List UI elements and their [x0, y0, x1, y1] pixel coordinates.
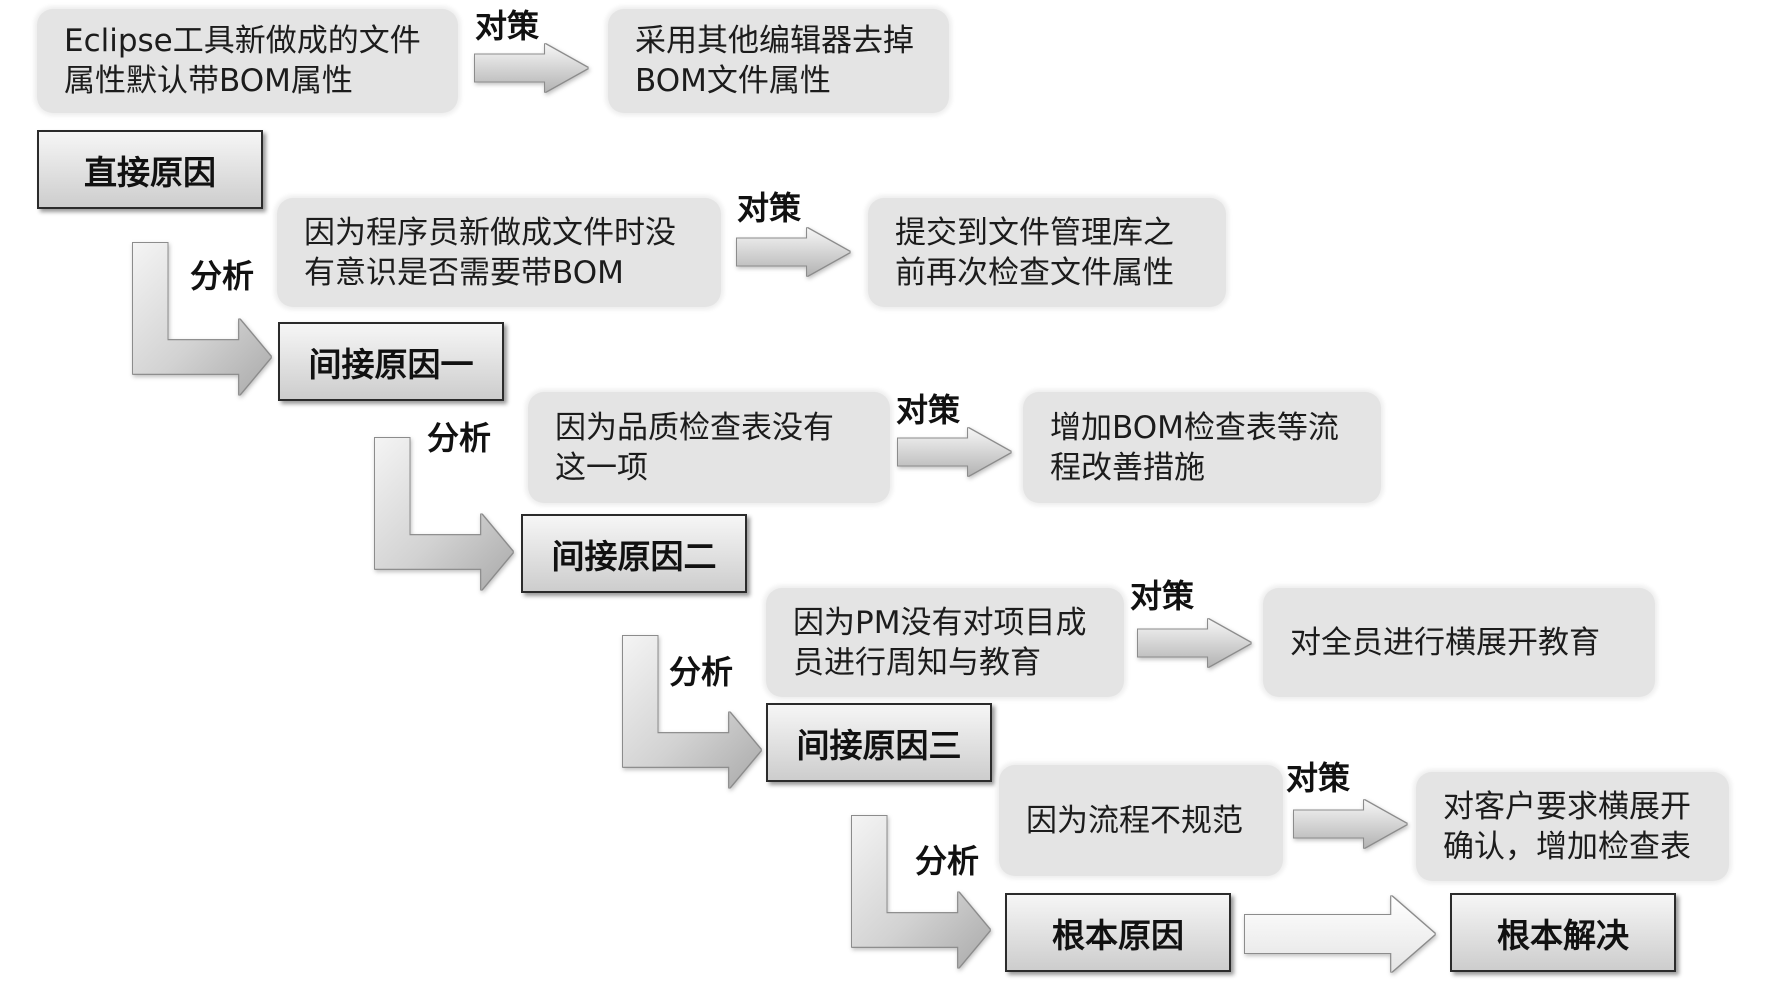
reason-line: 属性默认带BOM属性: [64, 63, 353, 99]
arrow-shape: [475, 44, 588, 92]
countermeasure-arrow: [475, 44, 588, 92]
reason-box-indirect-3: 因为PM没有对项目成 员进行周知与教育: [766, 588, 1124, 697]
cause-box-indirect-1: 间接原因一: [278, 322, 504, 401]
arrow-shape: [1138, 619, 1251, 667]
countermeasure-box-direct: 采用其他编辑器去掉 BOM文件属性: [608, 9, 949, 113]
countermeasure-line: BOM文件属性: [635, 63, 831, 99]
countermeasure-line: 程改善措施: [1050, 449, 1205, 486]
reason-box-indirect-1: 因为程序员新做成文件时没 有意识是否需要带BOM: [277, 198, 721, 307]
countermeasure-label: 对策: [1286, 759, 1351, 797]
analysis-label: 分析: [915, 842, 980, 880]
arrow-shape: [737, 228, 850, 276]
countermeasure-arrow: [737, 228, 850, 276]
countermeasure-line: 采用其他编辑器去掉: [635, 23, 914, 59]
countermeasure-line: 前再次检查文件属性: [895, 254, 1174, 291]
countermeasure-line: 对客户要求横展开: [1443, 788, 1691, 825]
cause-box-direct: 直接原因: [37, 130, 263, 209]
analysis-label: 分析: [669, 653, 734, 691]
reason-line: 有意识是否需要带BOM: [304, 254, 624, 291]
reason-box-direct: Eclipse工具新做成的文件 属性默认带BOM属性: [37, 9, 458, 113]
countermeasure-label: 对策: [737, 189, 802, 227]
analysis-arrow: [133, 243, 271, 395]
analysis-arrow: [623, 636, 761, 788]
countermeasure-line: 提交到文件管理库之: [895, 214, 1174, 251]
arrow-shape: [1245, 896, 1435, 972]
analysis-label: 分析: [190, 257, 255, 295]
cause-box-root: 根本原因: [1005, 893, 1231, 972]
countermeasure-box-indirect-1: 提交到文件管理库之 前再次检查文件属性: [868, 198, 1226, 307]
countermeasure-line: 确认，增加检查表: [1443, 828, 1691, 865]
cause-box-indirect-2: 间接原因二: [521, 514, 747, 593]
reason-line: 因为程序员新做成文件时没: [304, 214, 676, 251]
reason-line: 因为PM没有对项目成: [793, 604, 1087, 641]
countermeasure-line: 增加BOM检查表等流: [1050, 409, 1339, 446]
solution-arrow: [1245, 896, 1435, 972]
countermeasure-arrow: [1294, 800, 1407, 848]
countermeasure-label: 对策: [475, 7, 540, 45]
arrow-shape: [852, 816, 990, 968]
countermeasure-box-root: 对客户要求横展开 确认，增加检查表: [1416, 772, 1729, 881]
countermeasure-box-indirect-2: 增加BOM检查表等流 程改善措施: [1023, 392, 1381, 503]
reason-line: Eclipse工具新做成的文件: [64, 23, 421, 59]
countermeasure-arrow: [898, 428, 1011, 476]
arrow-shape: [1294, 800, 1407, 848]
reason-line: 员进行周知与教育: [793, 644, 1041, 681]
arrow-shape: [898, 428, 1011, 476]
analysis-label: 分析: [427, 419, 492, 457]
reason-line: 因为流程不规范: [1026, 802, 1243, 839]
reason-line: 因为品质检查表没有: [555, 409, 834, 446]
final-solution-box: 根本解决: [1450, 893, 1676, 972]
countermeasure-label: 对策: [1130, 577, 1195, 615]
arrow-shape: [375, 438, 513, 590]
countermeasure-label: 对策: [896, 391, 961, 429]
reason-box-indirect-2: 因为品质检查表没有 这一项: [528, 392, 890, 503]
cause-box-indirect-3: 间接原因三: [766, 703, 992, 782]
analysis-arrow: [852, 816, 990, 968]
countermeasure-box-indirect-3: 对全员进行横展开教育: [1263, 588, 1655, 697]
reason-line: 这一项: [555, 449, 648, 486]
countermeasure-arrow: [1138, 619, 1251, 667]
analysis-arrow: [375, 438, 513, 590]
countermeasure-line: 对全员进行横展开教育: [1290, 624, 1600, 661]
reason-box-root: 因为流程不规范: [999, 765, 1283, 876]
